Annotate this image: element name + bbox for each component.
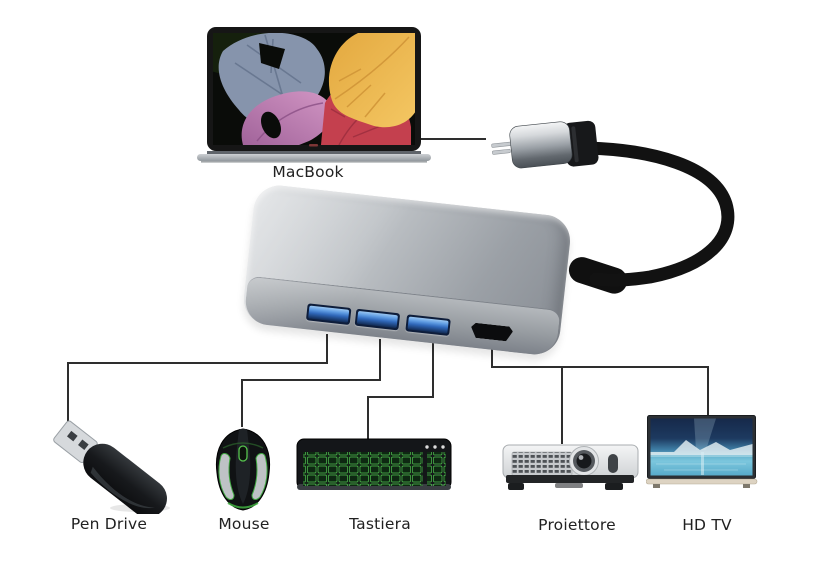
line-usb1-to-pen-drive bbox=[67, 334, 328, 424]
pen-drive-usb-hole-1 bbox=[66, 430, 78, 442]
macbook-hinge bbox=[207, 151, 421, 155]
mouse-right-grip bbox=[251, 453, 268, 500]
device-label-projector: Proiettore bbox=[538, 516, 616, 534]
plug-pin-bottom bbox=[492, 148, 511, 155]
projector-icon bbox=[502, 444, 639, 490]
macbook-base bbox=[197, 154, 431, 161]
tv-soundbar-stand bbox=[646, 478, 758, 485]
macbook-screen bbox=[213, 33, 415, 145]
macbook-icon bbox=[197, 27, 431, 163]
macbook-label: MacBook bbox=[272, 163, 344, 181]
projector-ir-window bbox=[608, 454, 618, 473]
line-hdmi-to-hdtv bbox=[491, 346, 709, 415]
macbook-logo-mark bbox=[309, 144, 318, 147]
mouse-icon bbox=[215, 428, 271, 511]
pen-drive-usb-hole-2 bbox=[78, 439, 89, 450]
device-label-pen-drive: Pen Drive bbox=[70, 515, 148, 533]
mouse-scroll-wheel bbox=[238, 445, 248, 462]
usb-c-plug bbox=[491, 120, 599, 169]
tv-mountains bbox=[650, 440, 753, 457]
line-usb2-to-mouse bbox=[241, 339, 381, 427]
keyboard-led-2 bbox=[433, 445, 437, 449]
cable-curve bbox=[581, 141, 735, 287]
tv-foot-left bbox=[653, 484, 660, 488]
macbook-base-edge bbox=[201, 161, 427, 163]
plug-metal-body bbox=[509, 121, 573, 169]
tv-water-streaks bbox=[656, 463, 746, 471]
mouse-bottom-glow bbox=[227, 502, 259, 509]
keyboard-icon bbox=[296, 438, 452, 490]
projector-vent-grille bbox=[511, 451, 573, 477]
device-label-keyboard: Tastiera bbox=[349, 515, 411, 533]
keyboard-numpad-keys bbox=[427, 452, 446, 486]
device-label-mouse: Mouse bbox=[218, 515, 270, 533]
projector-lens-glint bbox=[578, 455, 584, 460]
line-usb3-to-keyboard bbox=[367, 343, 434, 439]
plug-collar-notch bbox=[571, 126, 579, 163]
mouse-top-accent bbox=[222, 442, 264, 449]
projector-foot-right bbox=[605, 483, 623, 490]
keyboard-keys bbox=[303, 452, 423, 486]
pen-drive-body bbox=[83, 443, 167, 514]
projector-foot-center bbox=[555, 483, 583, 488]
projector-base-strip bbox=[506, 475, 634, 483]
mouse-left-grip bbox=[218, 453, 235, 500]
tv-foot-right bbox=[743, 484, 750, 488]
projector-lens bbox=[576, 453, 592, 469]
projector-foot-left bbox=[508, 483, 524, 490]
tv-waterfall bbox=[701, 452, 704, 475]
keyboard-led-1 bbox=[425, 445, 429, 449]
tv-sky-streak bbox=[694, 418, 716, 450]
keyboard-led-3 bbox=[441, 445, 445, 449]
pen-drive-icon bbox=[53, 420, 170, 514]
device-label-hdtv: HD TV bbox=[682, 516, 732, 534]
hdtv-icon bbox=[646, 415, 758, 488]
